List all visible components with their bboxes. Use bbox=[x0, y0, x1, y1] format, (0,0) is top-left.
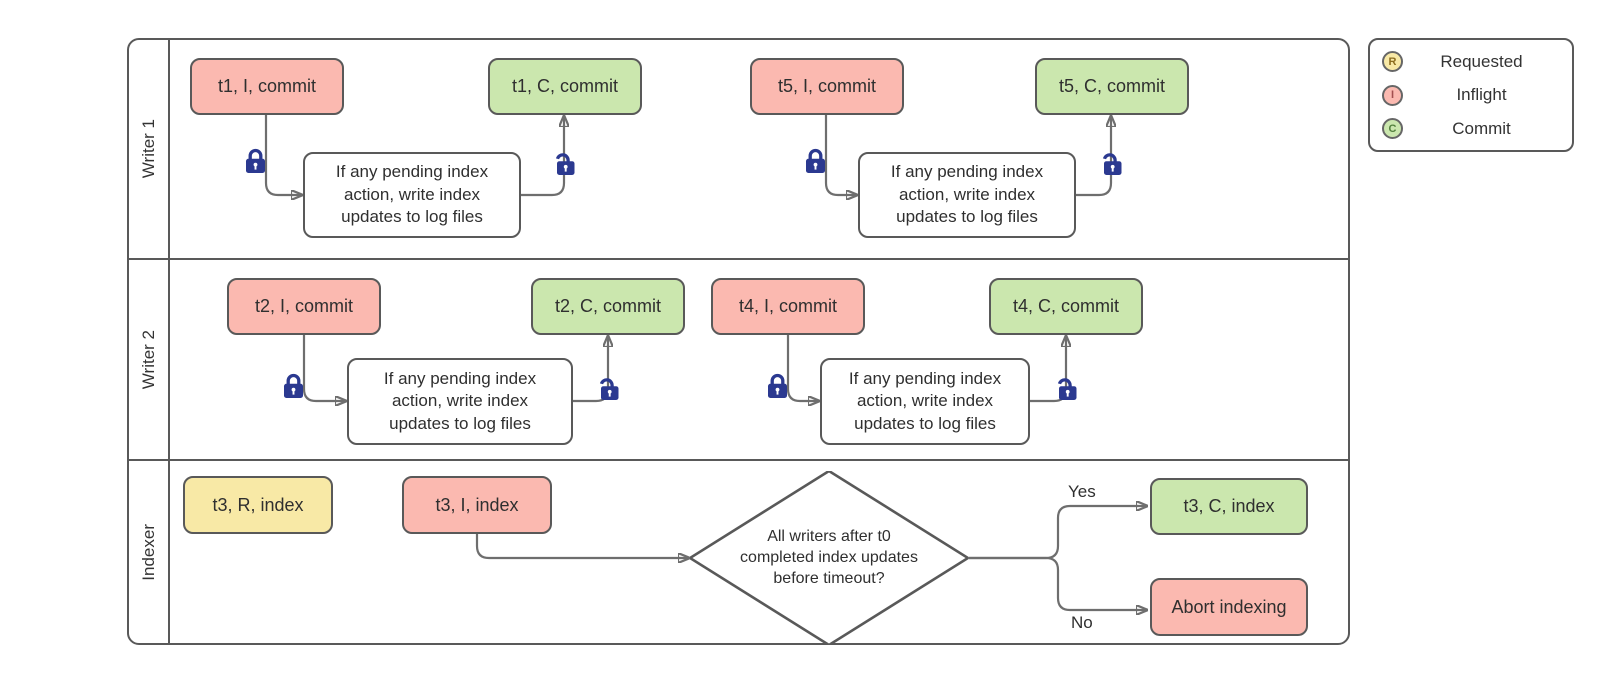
lock-open-icon bbox=[1057, 378, 1077, 400]
node-label: t3, I, index bbox=[435, 494, 519, 515]
pending-line: If any pending index bbox=[890, 162, 1044, 182]
node-pending-writer1-b: If any pending index action, write index… bbox=[858, 152, 1076, 238]
pending-line: updates to log files bbox=[854, 413, 996, 433]
legend: R Requested I Inflight C Commit bbox=[1368, 38, 1574, 152]
legend-item-commit: C Commit bbox=[1382, 118, 1560, 139]
node-t4-inflight: t4, I, commit bbox=[711, 278, 865, 335]
node-label: t4, I, commit bbox=[738, 296, 837, 316]
requested-state-icon: R bbox=[1382, 51, 1403, 72]
pending-line: If any pending index bbox=[383, 368, 537, 388]
node-label: t1, I, commit bbox=[217, 76, 316, 96]
lock-closed-icon bbox=[284, 373, 303, 398]
lane-writer-2: Writer 2 bbox=[129, 258, 1348, 459]
lane-label: Indexer bbox=[138, 523, 158, 581]
node-t4-commit: t4, C, commit bbox=[989, 278, 1143, 335]
node-pending-writer2-b: If any pending index action, write index… bbox=[820, 358, 1030, 445]
node-t3-inflight: t3, I, index bbox=[402, 476, 552, 534]
node-t2-inflight: t2, I, commit bbox=[227, 278, 381, 335]
node-label: t2, C, commit bbox=[554, 296, 661, 316]
legend-item-inflight: I Inflight bbox=[1382, 84, 1560, 106]
pending-line: updates to log files bbox=[341, 207, 483, 227]
decision-diamond bbox=[690, 471, 968, 645]
lane-header-indexer: Indexer bbox=[129, 461, 170, 643]
node-t5-commit: t5, C, commit bbox=[1035, 58, 1189, 115]
pending-line: action, write index bbox=[391, 391, 529, 411]
node-label: t4, C, commit bbox=[1012, 296, 1119, 316]
lane-header-writer-2: Writer 2 bbox=[129, 260, 170, 459]
pending-line: action, write index bbox=[856, 391, 994, 411]
node-abort-indexing: Abort indexing bbox=[1150, 578, 1308, 636]
pending-line: updates to log files bbox=[896, 207, 1038, 227]
lane-label: Writer 1 bbox=[138, 119, 158, 179]
inflight-state-icon: I bbox=[1382, 84, 1403, 106]
legend-label: Commit bbox=[1452, 118, 1511, 138]
node-label: Abort indexing bbox=[1171, 596, 1287, 617]
pending-line: If any pending index bbox=[335, 162, 489, 182]
legend-label: Inflight bbox=[1456, 85, 1507, 104]
lane-writer-1: Writer 1 bbox=[129, 40, 1348, 258]
lock-open-icon bbox=[1102, 153, 1122, 175]
lock-closed-icon bbox=[768, 373, 787, 398]
node-t1-commit: t1, C, commit bbox=[488, 58, 642, 115]
commit-state-icon: C bbox=[1382, 118, 1403, 139]
lane-header-writer-1: Writer 1 bbox=[129, 40, 170, 258]
legend-label: Requested bbox=[1440, 51, 1523, 71]
node-t3-commit: t3, C, index bbox=[1150, 478, 1308, 535]
node-pending-writer2-a: If any pending index action, write index… bbox=[347, 358, 573, 445]
decision-text: All writers after t0 completed index upd… bbox=[709, 526, 949, 589]
pending-line: action, write index bbox=[898, 184, 1036, 204]
node-label: t1, C, commit bbox=[511, 76, 618, 96]
node-t5-inflight: t5, I, commit bbox=[750, 58, 904, 115]
node-label: t5, C, commit bbox=[1058, 76, 1165, 96]
node-t1-inflight: t1, I, commit bbox=[190, 58, 344, 115]
lane-indexer: Indexer bbox=[129, 459, 1348, 643]
node-t3-requested: t3, R, index bbox=[183, 476, 333, 534]
node-label: t2, I, commit bbox=[254, 296, 353, 316]
lock-closed-icon bbox=[806, 148, 825, 173]
decision-line: All writers after t0 bbox=[767, 528, 891, 545]
pending-line: updates to log files bbox=[389, 413, 531, 433]
decision-line: before timeout? bbox=[773, 570, 885, 588]
node-label: t3, C, index bbox=[1183, 496, 1275, 516]
node-pending-writer1-a: If any pending index action, write index… bbox=[303, 152, 521, 238]
node-label: t3, R, index bbox=[212, 494, 304, 515]
decision-line: completed index updates bbox=[740, 549, 918, 567]
lock-open-icon bbox=[599, 378, 619, 400]
node-label: t5, I, commit bbox=[777, 76, 876, 96]
edge-label-no: No bbox=[1071, 613, 1093, 632]
legend-item-requested: R Requested bbox=[1382, 51, 1560, 72]
edge-label-yes: Yes bbox=[1068, 482, 1096, 501]
pending-line: action, write index bbox=[343, 184, 481, 204]
lane-label: Writer 2 bbox=[138, 329, 158, 390]
node-t2-commit: t2, C, commit bbox=[531, 278, 685, 335]
pending-line: If any pending index bbox=[848, 368, 1002, 388]
lock-closed-icon bbox=[246, 148, 265, 173]
lock-open-icon bbox=[555, 153, 575, 175]
